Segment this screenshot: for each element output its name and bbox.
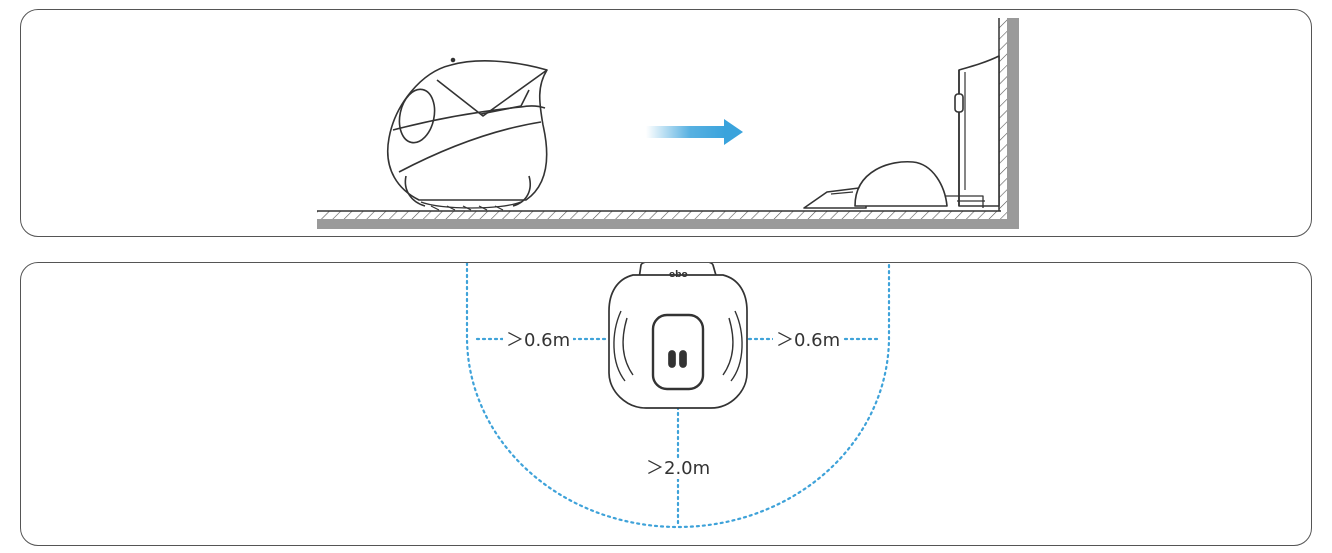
- wall: [998, 18, 1019, 229]
- arrow-right-icon: [646, 119, 743, 145]
- side-view-illustration: [317, 18, 1019, 229]
- clearance-diagram: ebo: [465, 263, 891, 529]
- front-clearance-label: ＞2.0m: [643, 459, 714, 479]
- right-clearance-label: ＞0.6m: [773, 331, 844, 351]
- floor: [317, 210, 1007, 229]
- top-view-panel: ebo ＞0.6m ＞0.6m ＞2.0m: [20, 262, 1312, 546]
- robot-side-icon: [386, 57, 548, 211]
- side-view-panel: [20, 9, 1312, 237]
- left-clearance-label: ＞0.6m: [503, 331, 574, 351]
- robot-top-icon: [608, 263, 748, 409]
- charging-dock-icon: [803, 55, 1000, 209]
- robot-logo: ebo: [669, 270, 688, 280]
